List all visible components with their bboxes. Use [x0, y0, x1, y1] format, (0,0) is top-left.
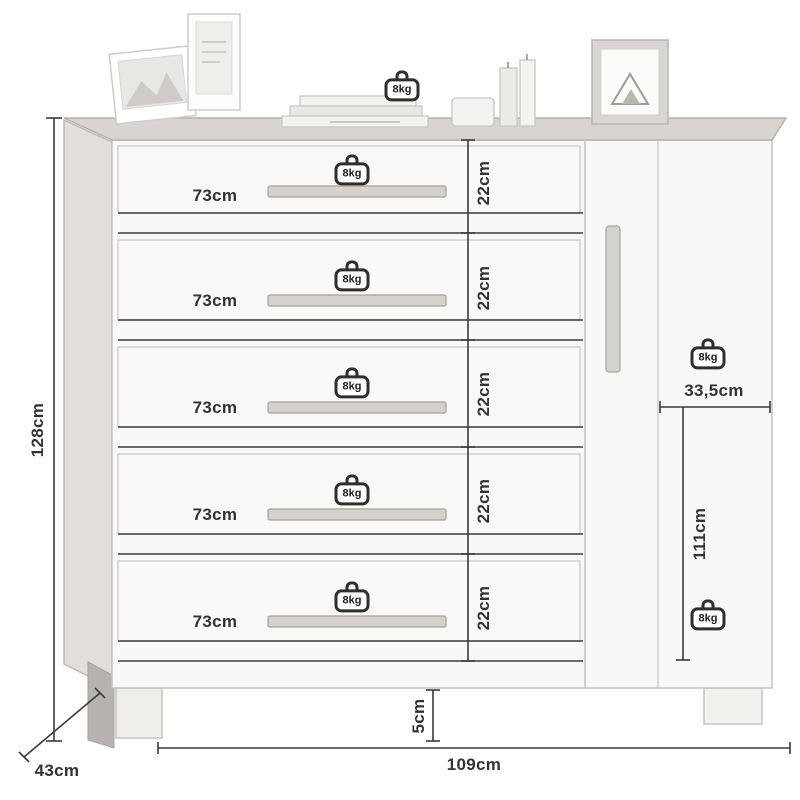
weight-icon-value: 8kg — [334, 589, 370, 613]
front-left-leg — [115, 687, 163, 739]
drawer-1-width-label: 73cm — [192, 186, 238, 205]
photo-frame-tall — [187, 13, 241, 111]
top-weight-capacity-icon: 8kg — [384, 70, 420, 102]
drawer-handle-1 — [267, 185, 447, 198]
weight-icon-handle — [701, 338, 715, 348]
door-handle — [605, 225, 621, 373]
drawer-3-weight-capacity-icon: 8kg — [334, 367, 370, 399]
weight-icon-value: 8kg — [334, 162, 370, 186]
door-lower-weight-capacity-icon: 8kg — [690, 599, 726, 631]
weight-icon-value: 8kg — [690, 607, 726, 631]
drawer-5-height-label: 22cm — [474, 585, 493, 631]
weight-icon-handle — [345, 474, 359, 484]
weight-icon-handle — [345, 581, 359, 591]
drawer-5-weight-capacity-icon: 8kg — [334, 581, 370, 613]
drawer-3-height-label: 22cm — [474, 371, 493, 417]
drawer-3-width-label: 73cm — [192, 398, 238, 417]
drawer-handle-5 — [267, 615, 447, 628]
weight-icon-value: 8kg — [334, 268, 370, 292]
cabinet — [63, 117, 788, 749]
photo-frame-right — [591, 39, 669, 125]
door-upper-weight-capacity-icon: 8kg — [690, 338, 726, 370]
drawer-4-weight-capacity-icon: 8kg — [334, 474, 370, 506]
weight-icon-handle — [345, 367, 359, 377]
weight-icon-value: 8kg — [334, 375, 370, 399]
drawer-handle-4 — [267, 508, 447, 521]
drawer-4-height-label: 22cm — [474, 478, 493, 524]
weight-icon-handle — [701, 599, 715, 609]
weight-icon-value: 8kg — [384, 78, 420, 102]
overall-depth-label: 43cm — [34, 761, 80, 780]
drawer-2-weight-capacity-icon: 8kg — [334, 260, 370, 292]
photo-frame-left — [108, 45, 197, 125]
front-right-leg — [703, 687, 763, 725]
overall-height-label: 128cm — [28, 402, 47, 458]
drawer-handle-2 — [267, 294, 447, 307]
drawer-handle-3 — [267, 401, 447, 414]
weight-icon-handle — [345, 154, 359, 164]
weight-icon-handle — [395, 70, 409, 80]
book-stack — [281, 95, 429, 128]
drawer-4-width-label: 73cm — [192, 505, 238, 524]
drawer-5-width-label: 73cm — [192, 612, 238, 631]
leg-height-label: 5cm — [409, 698, 428, 734]
drawer-2-width-label: 73cm — [192, 291, 238, 310]
drawer-2-height-label: 22cm — [474, 265, 493, 311]
back-left-leg — [87, 661, 115, 749]
side-panel — [63, 118, 113, 690]
weight-icon-value: 8kg — [334, 482, 370, 506]
decor-items — [108, 13, 669, 128]
door-height-label: 111cm — [690, 507, 709, 561]
overall-width-label: 109cm — [446, 755, 502, 774]
candle-set — [451, 54, 536, 127]
drawer-1-height-label: 22cm — [474, 160, 493, 206]
dimension-lines — [18, 117, 791, 763]
drawer-1-weight-capacity-icon: 8kg — [334, 154, 370, 186]
weight-icon-value: 8kg — [690, 346, 726, 370]
door-width-label: 33,5cm — [684, 381, 744, 400]
overall-depth-dim-line — [23, 692, 101, 758]
weight-icon-handle — [345, 260, 359, 270]
